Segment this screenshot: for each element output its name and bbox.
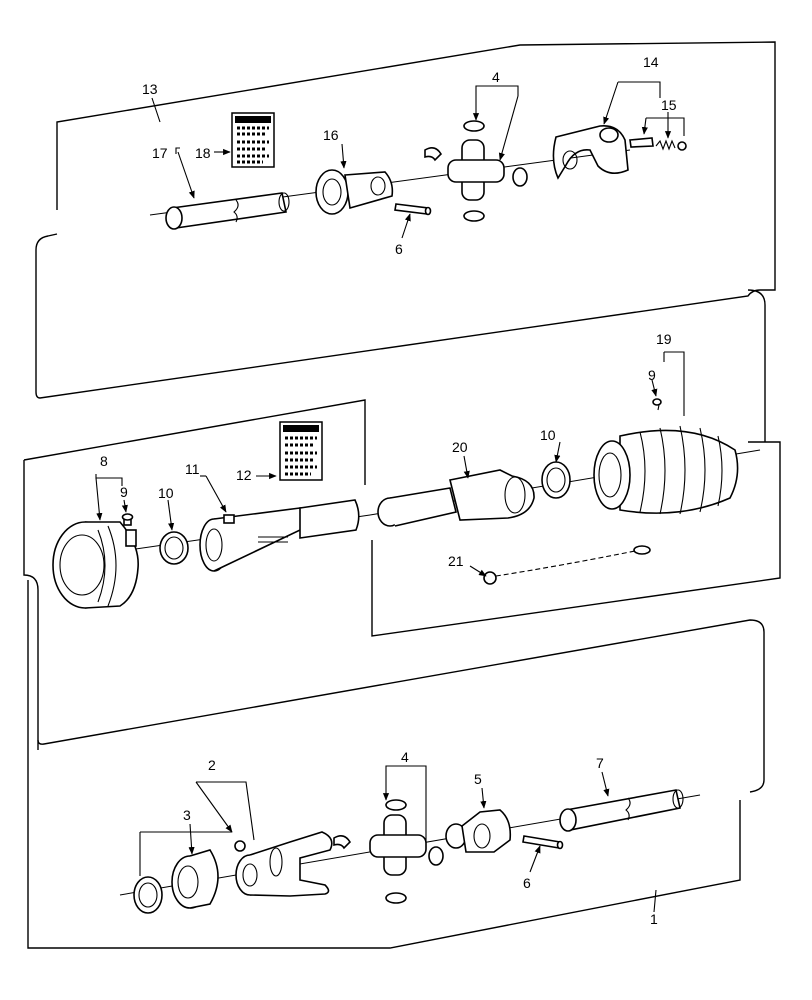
bearing-3 [171, 849, 219, 909]
callout-2: 2 [208, 757, 216, 773]
callout-20: 20 [452, 439, 468, 455]
callout-5: 5 [474, 771, 482, 787]
callout-3: 3 [183, 807, 191, 823]
bearing-ring-10-left [159, 531, 189, 565]
tube-17 [165, 192, 290, 230]
leader-lines [95, 81, 685, 913]
yoke-5 [445, 809, 512, 853]
callout-labels: 1 2 3 4 4 5 6 6 7 8 9 9 10 10 11 12 13 1… [100, 54, 677, 927]
callout-7: 7 [596, 755, 604, 771]
group-13-outline [35, 41, 776, 399]
screw-9-left [121, 513, 134, 526]
bellows-shield-19 [593, 398, 739, 515]
group-1-outline [27, 580, 741, 949]
decal-18 [231, 112, 275, 168]
callout-10-left: 10 [158, 485, 174, 501]
callout-18: 18 [195, 145, 211, 161]
tube-20 [377, 469, 535, 527]
yoke-16 [315, 169, 394, 215]
callout-17: 17 [152, 145, 168, 161]
callout-19: 19 [656, 331, 672, 347]
callout-10-right: 10 [540, 427, 556, 443]
callout-9-left: 9 [120, 484, 128, 500]
pin-6-bottom [522, 835, 564, 850]
cross-4-top [424, 120, 528, 222]
callout-6-bottom: 6 [523, 875, 531, 891]
ring-3-small [234, 840, 246, 852]
cross-4-bottom [333, 799, 444, 904]
tube-7 [559, 789, 684, 832]
callout-8: 8 [100, 453, 108, 469]
callout-4-bottom: 4 [401, 749, 409, 765]
callout-9-right: 9 [648, 367, 656, 383]
callout-11: 11 [185, 461, 200, 477]
callout-4-top: 4 [492, 69, 500, 85]
callout-12: 12 [236, 467, 252, 483]
group-8-outline [23, 399, 765, 793]
callout-13: 13 [142, 81, 158, 97]
bearing-ring-10-right [541, 461, 571, 499]
pin-6-top [394, 203, 432, 216]
callout-21: 21 [448, 553, 464, 569]
ring-3-outer [133, 876, 163, 914]
decal-12 [279, 421, 323, 481]
chain-21 [483, 545, 651, 585]
callout-16: 16 [323, 127, 339, 143]
yoke-2 [235, 831, 333, 897]
tube-11 [199, 499, 360, 572]
callout-6-top: 6 [395, 241, 403, 257]
callout-14: 14 [643, 54, 659, 70]
callout-15: 15 [661, 97, 677, 113]
yoke-14 [552, 124, 687, 180]
group-19-outline [371, 289, 781, 637]
shield-cone-8 [52, 521, 139, 609]
callout-1: 1 [650, 911, 658, 927]
